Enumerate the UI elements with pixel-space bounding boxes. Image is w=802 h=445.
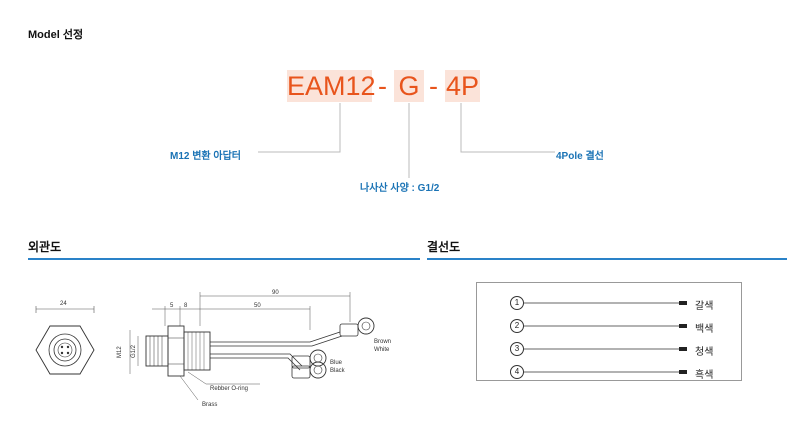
wire-label-brown: Brown [374, 339, 391, 345]
leader-pole [460, 103, 555, 153]
wire-color-1: 갈색 [695, 301, 714, 312]
code-part-pole: 4P [445, 70, 480, 102]
pin-number-3: 3 [510, 342, 524, 356]
dim-a-label: 5 [170, 303, 174, 309]
wiring-lines [523, 301, 687, 374]
page-title: Model 선정 [28, 29, 84, 41]
wire-label-white: White [374, 347, 390, 353]
dim-hex-label: 24 [60, 301, 67, 307]
code-separator-2: - [429, 71, 438, 101]
section-wiring-title: 결선도 [427, 240, 461, 254]
outline-drawing: 24 [35, 290, 391, 408]
section-outline-title: 외관도 [28, 240, 62, 254]
leader-adapter [258, 103, 341, 153]
hex-front-view [35, 306, 95, 375]
pin-number-2: 2 [510, 319, 524, 333]
wire-color-4: 흑색 [695, 370, 714, 381]
wire-label-blue: Blue [330, 360, 343, 366]
wire-color-3: 청색 [695, 347, 714, 358]
section-wiring-rule [427, 258, 787, 260]
code-separator-1: - [378, 71, 387, 101]
dim-g12-label: G1/2 [131, 344, 137, 358]
wiring-diagram-box: 1 갈색 2 백색 3 청색 4 흑색 [476, 282, 742, 381]
code-part-model: EAM12 [287, 70, 376, 102]
wire-label-black: Black [330, 368, 346, 374]
connector-side-view [129, 292, 375, 401]
section-outline-rule [28, 258, 420, 260]
callout-thread: 나사산 사양 : G1/2 [360, 183, 440, 194]
label-oring: Rebber O-ring [210, 386, 248, 392]
dim-b-label: 8 [184, 303, 188, 309]
dim-m12-label: M12 [117, 346, 123, 358]
code-part-thread: G [394, 70, 424, 102]
dim-wire-label: 50 [254, 303, 261, 309]
dim-total-label: 90 [272, 290, 279, 296]
callout-leaders [258, 103, 555, 178]
pin-number-4: 4 [510, 365, 524, 379]
label-brass: Brass [202, 402, 217, 408]
callout-pole: 4Pole 결선 [556, 151, 604, 162]
pin-number-1: 1 [510, 296, 524, 310]
wire-color-2: 백색 [695, 324, 714, 335]
callout-adapter: M12 변환 아답터 [170, 151, 242, 162]
